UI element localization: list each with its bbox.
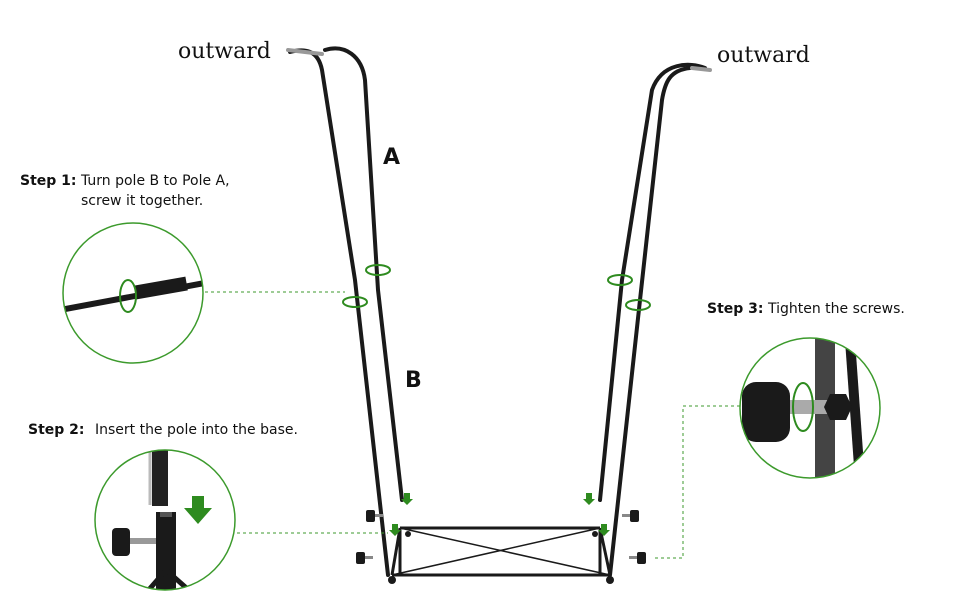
step1-caption: Step 1: Turn pole B to Pole A, screw it …	[20, 171, 230, 211]
pole-a-label: A	[383, 145, 401, 170]
step3-text: Tighten the screws.	[767, 301, 905, 317]
right-pole-assembly	[598, 62, 712, 577]
step1-number: Step 1:	[20, 173, 77, 189]
step3-number: Step 3:	[707, 301, 764, 317]
down-arrow-icon	[389, 493, 610, 536]
step2-number: Step 2:	[28, 422, 85, 438]
rotation-arrow-icon	[342, 264, 651, 311]
step2-caption: Step 2: Insert the pole into the base.	[28, 420, 298, 440]
knob-screw-icon	[356, 510, 646, 564]
base-feet	[388, 531, 614, 584]
callout-step1-detail	[62, 222, 204, 364]
step1-text-line2: screw it together.	[81, 193, 204, 209]
callout-step3-detail	[739, 337, 881, 479]
step3-caption: Step 3: Tighten the screws.	[707, 299, 905, 319]
step2-text: Insert the pole into the base.	[94, 422, 298, 438]
step1-text-line1: Turn pole B to Pole A,	[80, 173, 230, 189]
outward-label-right: outward	[717, 43, 810, 68]
pole-b-label: B	[405, 368, 422, 393]
base-frame	[390, 526, 612, 577]
callout-connectors	[205, 291, 742, 559]
callout-step2-detail	[94, 449, 236, 591]
left-pole-assembly	[286, 46, 404, 577]
outward-label-left: outward	[178, 39, 271, 64]
